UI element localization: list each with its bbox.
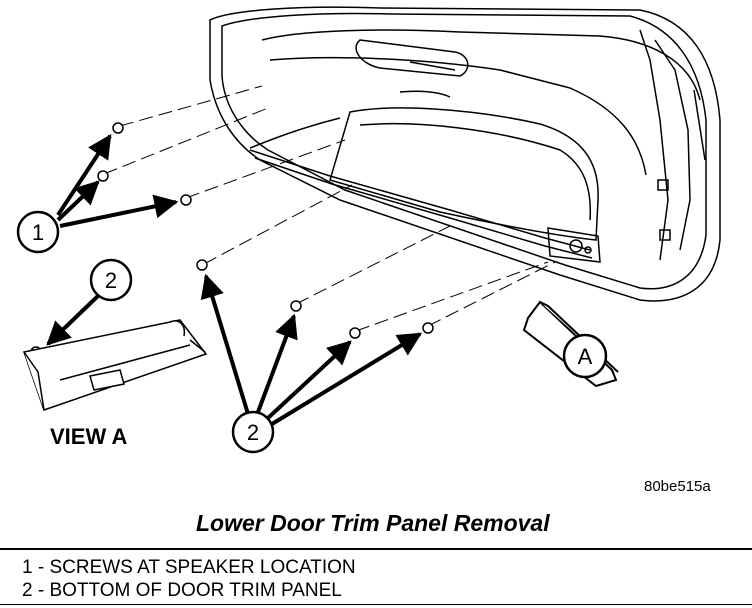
callout-circle-2-view [89, 258, 133, 302]
screw [112, 122, 124, 134]
screw [422, 322, 434, 334]
screw [349, 327, 361, 339]
bottom-divider [0, 604, 752, 605]
callout-circle-2-main [231, 410, 275, 454]
screw-leader-lines [103, 85, 556, 332]
screw [290, 300, 302, 312]
view-a-label: VIEW A [50, 424, 128, 449]
screw [196, 259, 208, 271]
callout-label-1: 1 [32, 220, 44, 245]
callout-label-2-main: 2 [247, 420, 259, 445]
callout-circles [16, 210, 608, 454]
callout-circle-1 [16, 210, 60, 254]
caption-divider [0, 548, 752, 550]
view-a-detail [23, 319, 208, 411]
door-panel-illustration [209, 6, 721, 302]
callout-label-a: A [578, 344, 593, 369]
callout-circle-a [562, 333, 608, 379]
legend-item-1: 1 - SCREWS AT SPEAKER LOCATION [22, 557, 356, 578]
figure-id: 80be515a [644, 478, 711, 495]
figure-caption: Lower Door Trim Panel Removal [196, 510, 550, 536]
legend-item-2: 2 - BOTTOM OF DOOR TRIM PANEL [22, 580, 342, 601]
callout-label-2-view: 2 [105, 268, 117, 293]
callout-arrows [46, 133, 423, 426]
screw [97, 170, 109, 182]
screw [180, 194, 192, 206]
legend: 1 - SCREWS AT SPEAKER LOCATION 2 - BOTTO… [22, 556, 356, 602]
